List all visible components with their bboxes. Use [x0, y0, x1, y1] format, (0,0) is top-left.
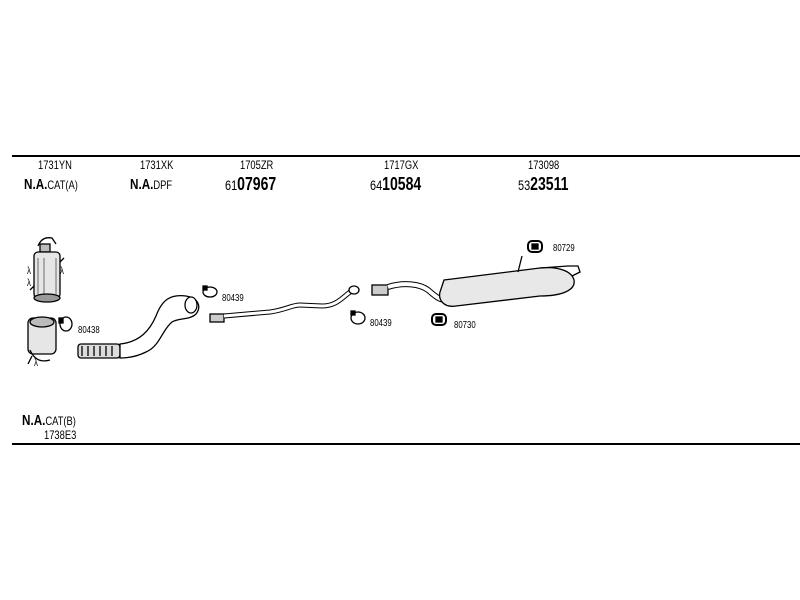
part-code-front-pipe: 1705ZR [240, 158, 274, 172]
label-cat-a: N.A.CAT(A) [24, 176, 78, 194]
suffix-text: CAT(B) [45, 414, 76, 428]
number-main: 23511 [530, 174, 569, 194]
label-front-pipe-number: 6107967 [225, 174, 276, 195]
part-code-rear-silencer: 173098 [528, 158, 560, 172]
part-label-80439-front: 80439 [222, 293, 244, 304]
part-label-80730: 80730 [454, 320, 476, 331]
lambda-sensor-label-1: λ [27, 266, 31, 277]
part-code-cat-b: 1738E3 [44, 428, 77, 442]
lambda-sensor-label-4: λ [34, 358, 38, 369]
number-prefix: 61 [225, 177, 238, 193]
catalytic-converter-a [29, 237, 65, 303]
part-label-80439-middle: 80439 [370, 318, 392, 329]
catalytic-converter-b [27, 316, 57, 365]
clamp-80439-front-icon [202, 285, 218, 298]
suffix-text: DPF [153, 178, 173, 192]
number-prefix: 64 [370, 177, 383, 193]
front-flex-pipe [77, 294, 200, 359]
number-prefix: 53 [518, 177, 531, 193]
part-label-80729: 80729 [553, 243, 575, 254]
number-main: 07967 [237, 174, 277, 194]
part-label-80438: 80438 [78, 325, 100, 336]
label-middle-pipe-number: 6410584 [370, 174, 421, 195]
lambda-sensor-label-2: λ [60, 266, 64, 277]
part-code-dpf: 1731XK [140, 158, 174, 172]
hanger-80730-icon [431, 313, 447, 326]
label-cat-b: N.A.CAT(B) [22, 412, 76, 430]
rear-pipe [371, 281, 447, 303]
na-text: N.A. [24, 176, 48, 193]
suffix-text: CAT(A) [47, 178, 78, 192]
lambda-sensor-label-3: λ [27, 278, 31, 289]
na-text: N.A. [130, 176, 154, 193]
label-dpf: N.A.DPF [130, 176, 172, 194]
number-main: 10584 [382, 174, 422, 194]
middle-pipe [209, 285, 360, 323]
top-rule [12, 155, 800, 157]
clamp-80439-middle-icon [350, 310, 366, 325]
label-rear-silencer-number: 5323511 [518, 174, 568, 195]
clamp-80438-icon [58, 316, 73, 332]
na-text: N.A. [22, 412, 46, 429]
bottom-rule [12, 443, 800, 445]
rear-silencer [438, 255, 581, 307]
part-code-middle-pipe: 1717GX [384, 158, 419, 172]
part-code-cat-a: 1731YN [38, 158, 72, 172]
hanger-80729-icon [527, 240, 543, 253]
